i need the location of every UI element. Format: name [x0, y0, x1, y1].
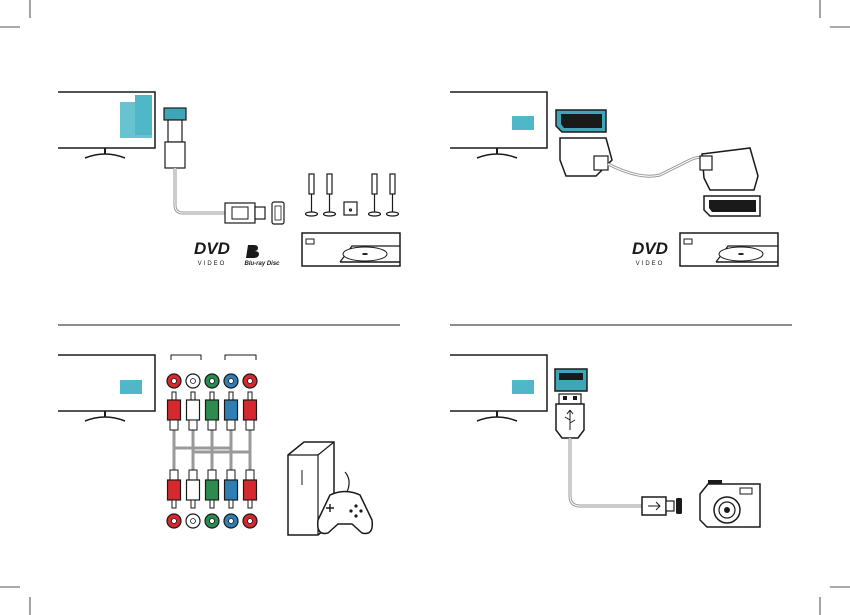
rca-plug-tip	[248, 392, 252, 400]
scart-plug-icon	[556, 110, 612, 176]
rca-plug-icon	[244, 480, 257, 500]
rca-plug-tip	[210, 500, 214, 508]
rca-plug-tip	[172, 392, 176, 400]
rca-plug-body	[246, 420, 254, 430]
component-av-connection-panel	[58, 355, 372, 535]
rca-plug-icon	[187, 400, 200, 420]
speaker-icon	[306, 174, 399, 216]
rca-plug-body	[189, 420, 197, 430]
rca-jack-pin	[229, 379, 234, 384]
usb-plug-icon	[642, 497, 682, 515]
rca-jack-pin	[210, 379, 215, 384]
rca-plug-tip	[248, 500, 252, 508]
dvd-logo-sub: VIDEO	[198, 261, 227, 267]
rca-jack-pin	[172, 519, 177, 524]
tv-icon	[58, 355, 155, 421]
rca-plug-body	[170, 470, 178, 480]
hdmi-plug-icon	[164, 108, 186, 168]
rca-plug-icon	[206, 480, 219, 500]
rca-plug-icon	[225, 400, 238, 420]
scart-plug-icon	[700, 148, 760, 216]
tv-icon	[450, 92, 547, 158]
hdmi-connection-panel: DVD VIDEO Blu-ray Disc	[58, 92, 400, 267]
rca-plug-icon	[168, 400, 181, 420]
dvd-player-icon	[680, 233, 778, 266]
dvd-logo-text: DVD	[194, 239, 230, 258]
dvd-logo: DVD VIDEO	[632, 239, 668, 267]
rca-jack-pin	[229, 519, 234, 524]
rca-plug-tip	[210, 392, 214, 400]
port-group-brackets	[171, 355, 256, 360]
rca-plug-body	[246, 470, 254, 480]
rca-jack-pin	[210, 519, 215, 524]
scart-connection-panel: DVD VIDEO	[450, 92, 778, 267]
rca-jack-pin	[248, 379, 253, 384]
camera-icon	[700, 480, 760, 527]
dvd-player-icon	[302, 233, 400, 266]
usb-cable	[570, 438, 642, 506]
rca-plug-body	[227, 470, 235, 480]
rca-plug-body	[208, 470, 216, 480]
rca-plug-icon	[206, 400, 219, 420]
tv-icon	[58, 92, 155, 158]
usb-plug-icon	[555, 369, 587, 438]
rca-plug-icon	[187, 480, 200, 500]
rca-connectors	[167, 374, 257, 528]
rca-plug-tip	[191, 500, 195, 508]
rca-jack-pin	[248, 519, 253, 524]
rca-plug-icon	[244, 400, 257, 420]
hdmi-cable	[175, 168, 225, 213]
rca-plug-tip	[229, 500, 233, 508]
rca-plug-body	[189, 470, 197, 480]
rca-jack-pin	[191, 379, 196, 384]
rca-plug-body	[227, 420, 235, 430]
usb-connection-panel	[450, 355, 760, 527]
dvd-logo-sub: VIDEO	[636, 261, 665, 267]
rca-plug-icon	[168, 480, 181, 500]
rca-plug-icon	[225, 480, 238, 500]
rca-plug-tip	[229, 392, 233, 400]
dvd-logo-text: DVD	[632, 239, 668, 258]
bluray-logo-text: Blu-ray Disc	[244, 261, 280, 267]
rca-plug-tip	[172, 500, 176, 508]
rca-jack-pin	[191, 519, 196, 524]
hdmi-plug-icon	[225, 202, 284, 224]
rca-plug-body	[170, 420, 178, 430]
rca-plug-body	[208, 420, 216, 430]
rca-jack-pin	[172, 379, 177, 384]
tv-icon	[450, 355, 547, 421]
rca-plug-tip	[191, 392, 195, 400]
bluray-logo: Blu-ray Disc	[244, 245, 280, 267]
dvd-logo: DVD VIDEO	[194, 239, 230, 267]
